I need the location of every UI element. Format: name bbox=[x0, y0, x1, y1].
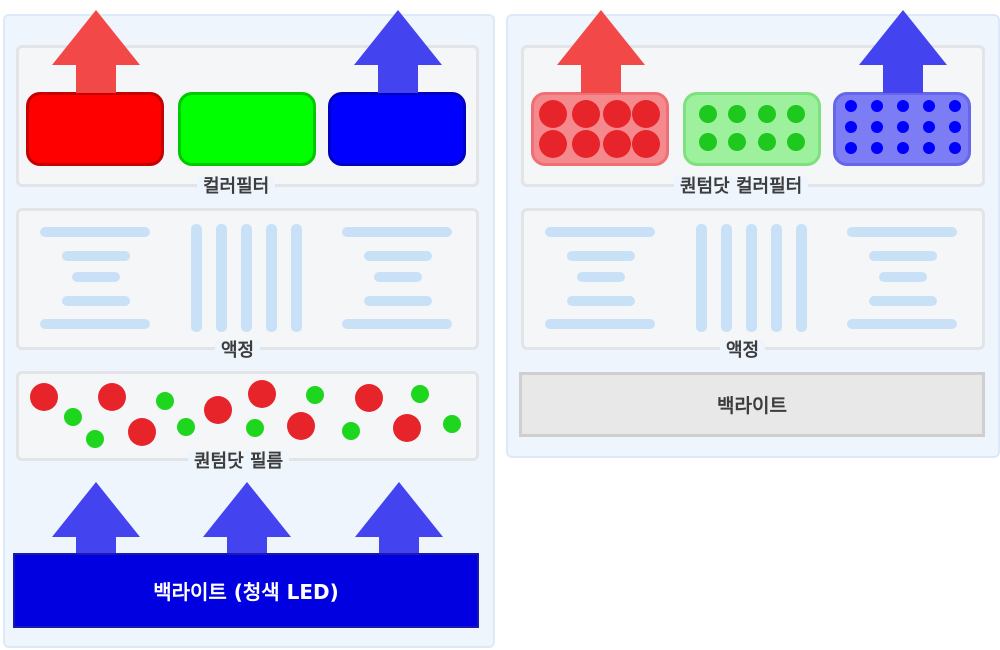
green-quantum-dot bbox=[728, 105, 746, 123]
lc-horizontal-bar bbox=[72, 272, 120, 282]
red-quantum-dot bbox=[287, 412, 315, 440]
blue-quantum-dot bbox=[871, 121, 883, 133]
lc-horizontal-bar bbox=[40, 227, 150, 237]
red-quantum-dot bbox=[539, 130, 567, 158]
green-qd-filter bbox=[683, 92, 821, 166]
lc-horizontal-bar bbox=[62, 251, 130, 261]
red-quantum-dot bbox=[603, 100, 631, 128]
green-quantum-dot bbox=[177, 418, 195, 436]
red-quantum-dot bbox=[603, 130, 631, 158]
lc-vertical-bar bbox=[796, 224, 807, 332]
blue-quantum-dot bbox=[871, 142, 883, 154]
lc-horizontal-bar bbox=[869, 251, 937, 261]
red-quantum-dot bbox=[98, 383, 126, 411]
blue-quantum-dot bbox=[871, 100, 883, 112]
green-quantum-dot bbox=[758, 105, 776, 123]
blue-quantum-dot bbox=[845, 142, 857, 154]
green-quantum-dot bbox=[787, 105, 805, 123]
qd-film-label: 퀀텀닷 필름 bbox=[188, 451, 290, 473]
backlight-label: 백라이트 bbox=[717, 395, 787, 417]
blue-light-arrow-icon bbox=[859, 10, 947, 93]
lc-horizontal-bar bbox=[567, 296, 635, 306]
lc-horizontal-bar bbox=[342, 227, 452, 237]
green-quantum-dot bbox=[306, 386, 324, 404]
lc-vertical-bar bbox=[191, 224, 202, 332]
red-quantum-dot bbox=[632, 100, 660, 128]
lc-horizontal-bar bbox=[847, 319, 957, 329]
red-quantum-dot bbox=[632, 130, 660, 158]
red-quantum-dot bbox=[248, 380, 276, 408]
blue-quantum-dot bbox=[949, 121, 961, 133]
blue-quantum-dot bbox=[845, 121, 857, 133]
lc-horizontal-bar bbox=[374, 272, 422, 282]
green-quantum-dot bbox=[342, 422, 360, 440]
green-quantum-dot bbox=[728, 133, 746, 151]
blue-quantum-dot bbox=[923, 142, 935, 154]
green-quantum-dot bbox=[246, 419, 264, 437]
right-liquid-crystal-label: 액정 bbox=[720, 340, 766, 362]
green-quantum-dot bbox=[86, 430, 104, 448]
lc-vertical-bar bbox=[696, 224, 707, 332]
lc-vertical-bar bbox=[266, 224, 277, 332]
red-quantum-dot bbox=[539, 100, 567, 128]
red-quantum-dot bbox=[355, 384, 383, 412]
lc-horizontal-bar bbox=[567, 251, 635, 261]
lc-horizontal-bar bbox=[40, 319, 150, 329]
lc-vertical-bar bbox=[746, 224, 757, 332]
blue-light-arrow-icon bbox=[354, 10, 442, 93]
red-light-arrow-icon bbox=[557, 10, 645, 93]
qd-color-filter-label: 퀀텀닷 컬러필터 bbox=[674, 176, 809, 198]
blue-led-backlight: 백라이트 (청색 LED) bbox=[13, 553, 479, 628]
blue-quantum-dot bbox=[923, 100, 935, 112]
green-filter bbox=[178, 92, 316, 166]
red-quantum-dot bbox=[204, 396, 232, 424]
blue-quantum-dot bbox=[949, 142, 961, 154]
green-quantum-dot bbox=[758, 133, 776, 151]
lc-horizontal-bar bbox=[545, 319, 655, 329]
backlight-arrow-icon bbox=[203, 482, 291, 555]
red-quantum-dot bbox=[30, 383, 58, 411]
red-light-arrow-icon bbox=[52, 10, 140, 93]
lc-horizontal-bar bbox=[577, 272, 625, 282]
green-quantum-dot bbox=[411, 385, 429, 403]
lc-horizontal-bar bbox=[869, 296, 937, 306]
backlight-arrow-icon bbox=[355, 482, 443, 555]
lc-horizontal-bar bbox=[364, 296, 432, 306]
green-quantum-dot bbox=[699, 133, 717, 151]
backlight: 백라이트 bbox=[519, 372, 985, 437]
blue-filter bbox=[328, 92, 466, 166]
green-quantum-dot bbox=[699, 105, 717, 123]
lc-horizontal-bar bbox=[847, 227, 957, 237]
left-color-filter-label: 컬러필터 bbox=[197, 176, 276, 198]
red-filter bbox=[26, 92, 164, 166]
lc-vertical-bar bbox=[216, 224, 227, 332]
lc-vertical-bar bbox=[241, 224, 252, 332]
lc-horizontal-bar bbox=[364, 251, 432, 261]
green-quantum-dot bbox=[156, 392, 174, 410]
lc-horizontal-bar bbox=[545, 227, 655, 237]
red-quantum-dot bbox=[128, 418, 156, 446]
red-quantum-dot bbox=[393, 414, 421, 442]
blue-quantum-dot bbox=[845, 100, 857, 112]
blue-quantum-dot bbox=[897, 100, 909, 112]
blue-quantum-dot bbox=[949, 100, 961, 112]
blue-quantum-dot bbox=[897, 142, 909, 154]
lc-vertical-bar bbox=[721, 224, 732, 332]
lc-vertical-bar bbox=[291, 224, 302, 332]
green-quantum-dot bbox=[443, 415, 461, 433]
blue-quantum-dot bbox=[897, 121, 909, 133]
backlight-arrow-icon bbox=[52, 482, 140, 555]
lc-vertical-bar bbox=[771, 224, 782, 332]
red-quantum-dot bbox=[572, 100, 600, 128]
green-quantum-dot bbox=[787, 133, 805, 151]
lc-horizontal-bar bbox=[62, 296, 130, 306]
lc-horizontal-bar bbox=[879, 272, 927, 282]
red-quantum-dot bbox=[572, 130, 600, 158]
lc-horizontal-bar bbox=[342, 319, 452, 329]
blue-quantum-dot bbox=[923, 121, 935, 133]
left-liquid-crystal-label: 액정 bbox=[215, 340, 261, 362]
green-quantum-dot bbox=[64, 408, 82, 426]
blue-led-backlight-label: 백라이트 (청색 LED) bbox=[153, 580, 339, 604]
